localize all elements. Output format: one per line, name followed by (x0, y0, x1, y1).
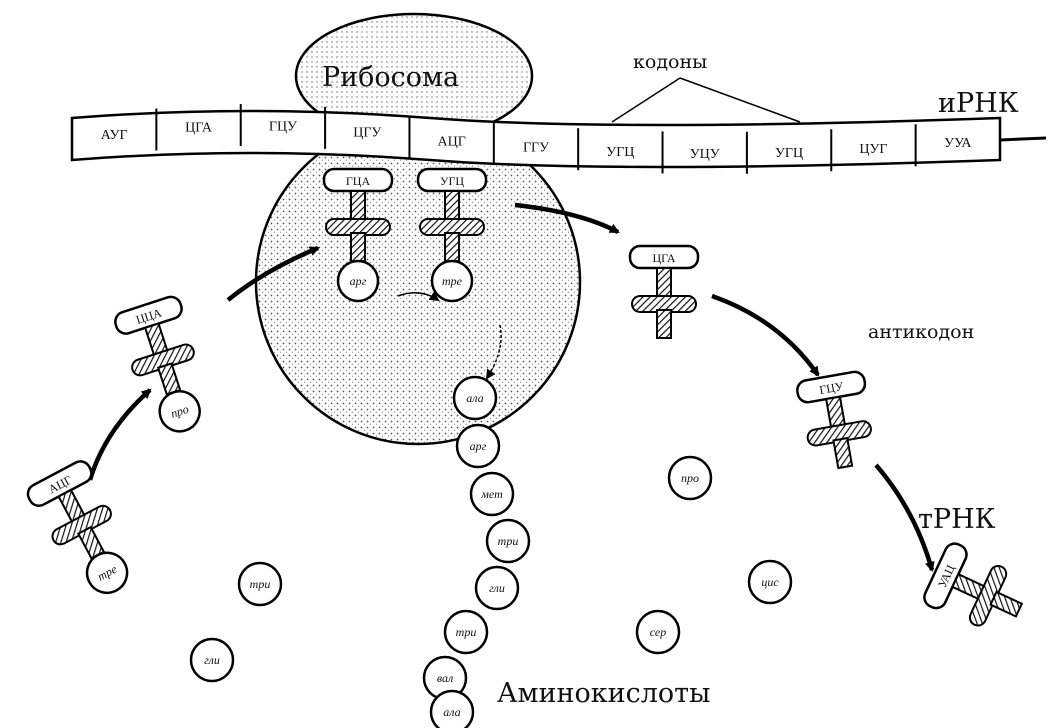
amino-acid-label: вал (437, 671, 453, 685)
peptide-amino-acid: мет (471, 473, 513, 515)
amino-acid-label: арг (350, 274, 367, 288)
anticodon-text: ЦГА (653, 251, 676, 265)
free-amino-acid: сер (637, 611, 679, 653)
codon-label: УГЦ (606, 145, 634, 160)
codon-label: УУА (944, 136, 972, 151)
anticodon-label: антикодон (868, 321, 974, 343)
amino-acids-label: Аминокислоты (497, 678, 711, 709)
amino-acid-label: гли (204, 653, 220, 667)
amino-acid-label: мет (480, 487, 503, 501)
codon-label: УЦУ (690, 147, 720, 162)
peptide-amino-acid: три (487, 520, 529, 562)
attached-amino-acid: про (154, 386, 204, 436)
amino-acid-label: ала (466, 391, 483, 405)
trna-molecule: ЦГА (630, 246, 698, 338)
amino-acid-label: гли (489, 581, 505, 595)
arrow-path-4 (712, 296, 818, 375)
arrow-path-1 (90, 390, 150, 480)
codons-label: кодоны (633, 51, 707, 73)
amino-acid-label: три (456, 625, 477, 639)
trna-body (802, 392, 877, 472)
peptide-amino-acid: ала (431, 691, 473, 728)
ribosome-label: Рибосома (322, 62, 459, 93)
amino-acid-label: ала (443, 705, 460, 719)
amino-acid-label: цис (761, 575, 779, 589)
trna-label: тРНК (918, 504, 996, 535)
peptide-amino-acid: арг (457, 425, 499, 467)
peptide-amino-acid: три (445, 611, 487, 653)
free-amino-acid: цис (749, 561, 791, 603)
amino-acid-label: тре (442, 274, 463, 288)
mrna-label: иРНК (938, 88, 1019, 119)
amino-acid-label: три (250, 577, 271, 591)
amino-acid-label: сер (650, 625, 667, 639)
ribosome-large-subunit (256, 120, 580, 444)
codon-label: ЦГУ (353, 126, 381, 141)
peptide-amino-acid: ала (454, 377, 496, 419)
codon-label: АУГ (101, 128, 128, 143)
trna-molecule: ГЦУ (796, 370, 879, 472)
amino-acid-label: арг (470, 439, 487, 453)
codon-label: ЦУГ (859, 142, 887, 157)
free-amino-acid: гли (191, 639, 233, 681)
amino-acid-label: три (498, 534, 519, 548)
free-amino-acid: три (239, 563, 281, 605)
codon-label: ГГУ (523, 141, 549, 156)
attached-amino-acid: арг (338, 261, 378, 301)
codon-label: ГЦУ (269, 120, 297, 135)
anticodon-text: ГЦА (346, 174, 371, 188)
codon-label: ЦГА (185, 120, 213, 135)
trna-molecule: УАЦ (921, 540, 1033, 641)
codon-label: АЦГ (437, 135, 465, 150)
codon-label: УГЦ (775, 146, 803, 161)
amino-acid-label: про (681, 471, 699, 485)
trna-body (632, 268, 696, 338)
anticodon-text: УГЦ (440, 174, 464, 188)
mrna-strand: АУГ ЦГА ГЦУ ЦГУ АЦГ ГГУ УГЦ УЦУ УГЦ ЦУГ УУА (72, 104, 1046, 174)
attached-amino-acid: тре (432, 261, 472, 301)
free-amino-acid: про (669, 457, 711, 499)
peptide-amino-acid: гли (476, 567, 518, 609)
